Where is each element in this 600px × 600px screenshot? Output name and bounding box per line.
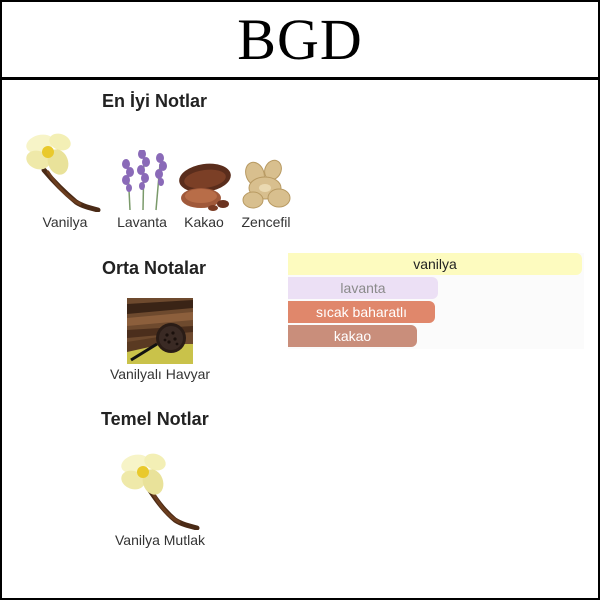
vanilla-caviar-icon [127, 298, 193, 364]
lavender-icon [122, 150, 167, 211]
vanilla-flower-icon [121, 453, 200, 530]
accord-bar-4: kakao [288, 325, 417, 347]
cocoa-icon [179, 163, 231, 211]
note-vanilla[interactable]: Vanilya [22, 132, 108, 230]
note-vanilla-absolute-label: Vanilya Mutlak [114, 532, 205, 548]
note-lavender-label: Lavanta [117, 214, 167, 230]
brand-title: BGD [237, 6, 363, 72]
top-notes-title: En İyi Notlar [102, 91, 208, 111]
note-vanilla-label: Vanilya [42, 214, 88, 230]
note-vanilla-absolute[interactable]: Vanilya Mutlak [100, 450, 220, 548]
note-cocoa[interactable]: Kakao [176, 160, 232, 230]
vanilla-flower-icon [26, 133, 101, 212]
middle-notes-title: Orta Notalar [102, 258, 207, 278]
note-ginger[interactable]: Zencefil [236, 158, 296, 230]
base-notes-title: Temel Notlar [101, 409, 209, 429]
note-vanilla-caviar[interactable]: Vanilyalı Havyar [92, 298, 228, 382]
accord-bar-2: lavanta [288, 277, 438, 299]
ginger-icon [242, 159, 291, 209]
note-vanilla-caviar-label: Vanilyalı Havyar [109, 366, 211, 382]
accord-bar-1: vanilya [288, 253, 582, 275]
accord-bar-3: sıcak baharatlı [288, 301, 435, 323]
note-ginger-label: Zencefil [241, 214, 291, 230]
note-lavender[interactable]: Lavanta [112, 150, 172, 230]
brand-header: BGD [2, 2, 598, 80]
note-cocoa-label: Kakao [184, 214, 224, 230]
